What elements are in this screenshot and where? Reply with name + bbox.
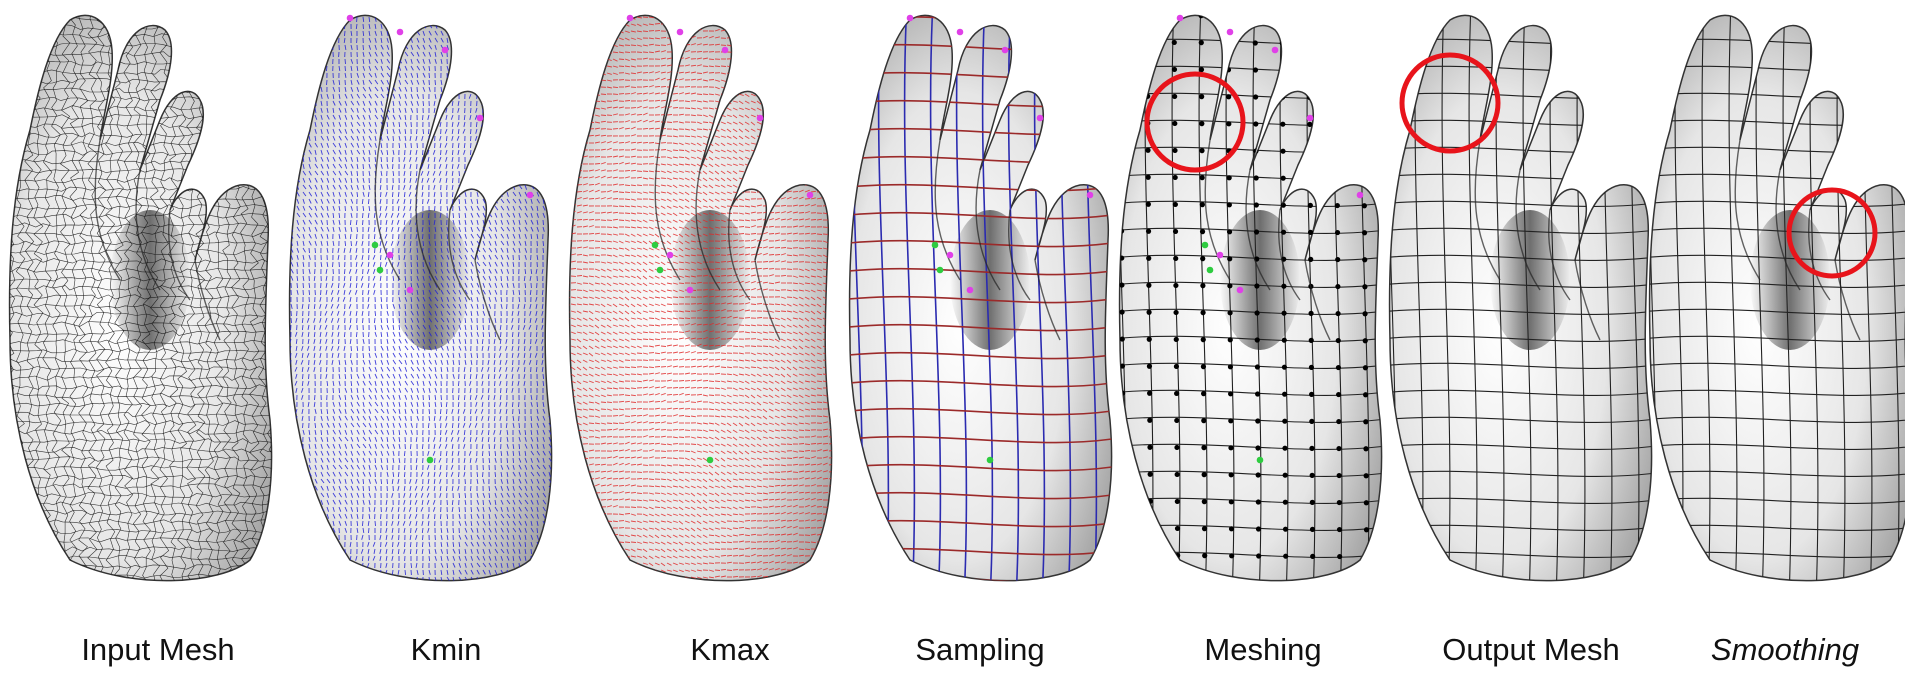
caption-smoothing: Smoothing	[1711, 632, 1859, 668]
singular-point	[757, 115, 764, 122]
singular-point	[907, 15, 914, 22]
singular-point	[1272, 47, 1279, 54]
singular-point	[707, 457, 714, 464]
panel-sampling	[840, 0, 1130, 600]
singular-point	[1237, 287, 1244, 294]
caption-meshing: Meshing	[1204, 632, 1321, 668]
singular-point	[987, 457, 994, 464]
singular-point	[967, 287, 974, 294]
singular-point	[1202, 242, 1209, 249]
singular-point	[1357, 192, 1364, 199]
singular-point	[397, 29, 404, 36]
singular-point	[442, 47, 449, 54]
panel-kmin	[283, 10, 564, 589]
caption-output-mesh: Output Mesh	[1442, 632, 1619, 668]
singular-point	[652, 242, 659, 249]
caption-sampling: Sampling	[915, 632, 1044, 668]
panel-output-mesh	[1380, 0, 1670, 600]
singular-point	[957, 29, 964, 36]
singular-point	[407, 287, 414, 294]
singular-point	[1227, 29, 1234, 36]
singular-point	[667, 252, 674, 259]
caption-kmax: Kmax	[690, 632, 769, 668]
singular-point	[477, 115, 484, 122]
singular-point	[1307, 115, 1314, 122]
panel-input-mesh	[0, 0, 295, 596]
singular-point	[427, 457, 434, 464]
singular-point	[1002, 47, 1009, 54]
singular-point	[377, 267, 384, 274]
singular-point	[1177, 15, 1184, 22]
singular-point	[722, 47, 729, 54]
singular-point	[657, 267, 664, 274]
singular-point	[807, 192, 814, 199]
singular-point	[1037, 115, 1044, 122]
singular-point	[947, 252, 954, 259]
singular-point	[677, 29, 684, 36]
singular-point	[527, 192, 534, 199]
singular-point	[687, 287, 694, 294]
singular-point	[627, 15, 634, 22]
singular-point	[347, 15, 354, 22]
panel-smoothing	[1640, 0, 1905, 600]
caption-kmin: Kmin	[411, 632, 482, 668]
singular-point	[1257, 457, 1264, 464]
panel-meshing	[1110, 0, 1400, 600]
singular-point	[372, 242, 379, 249]
singular-point	[1087, 192, 1094, 199]
caption-input-mesh: Input Mesh	[81, 632, 234, 668]
singular-point	[1207, 267, 1214, 274]
singular-point	[387, 252, 394, 259]
singular-point	[1217, 252, 1224, 259]
singular-point	[937, 267, 944, 274]
panel-kmax	[565, 8, 846, 586]
singular-point	[932, 242, 939, 249]
